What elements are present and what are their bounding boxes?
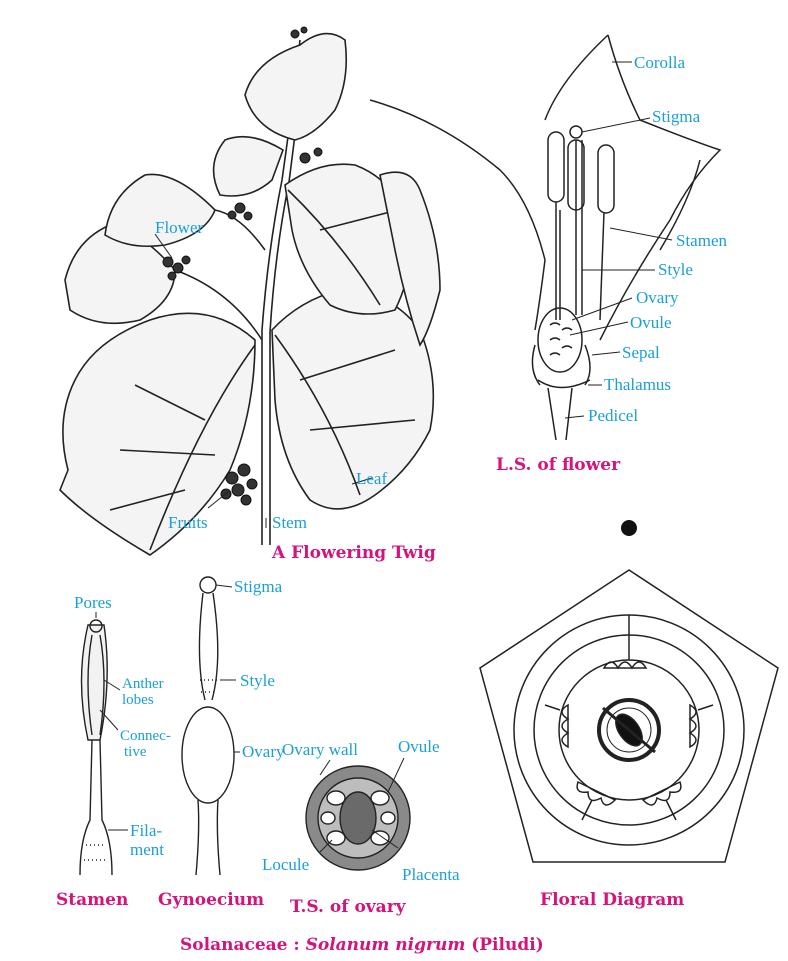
- sepal-leader: [592, 352, 620, 355]
- ls-anther-1: [548, 132, 564, 202]
- ts-label-placenta: Placenta: [402, 865, 460, 884]
- ts-label-locule: Locule: [262, 855, 309, 874]
- ls-caption: L.S. of flower: [496, 455, 621, 475]
- stamen-label-connective-2: tive: [124, 744, 147, 760]
- ts-ovule: [371, 831, 389, 845]
- gyn-caption: Gynoecium: [158, 890, 264, 910]
- twig-label-stem: Stem: [272, 513, 307, 532]
- footer-species: Solanum nigrum: [306, 935, 466, 955]
- flower-bud: [168, 272, 176, 280]
- ls-anther-3: [598, 145, 614, 213]
- ls-thalamus: [538, 380, 590, 388]
- twig-caption: A Flowering Twig: [271, 543, 436, 563]
- gyn-ovary: [182, 707, 234, 803]
- flower-bud: [291, 30, 299, 38]
- fruit: [232, 484, 244, 496]
- fd-caption: Floral Diagram: [540, 890, 684, 910]
- twig-label-flower: Flower: [155, 218, 204, 237]
- leaf-top-left: [214, 137, 283, 196]
- ts-label-ovary-wall: Ovary wall: [282, 740, 358, 759]
- floral-axis-dot: [621, 520, 637, 536]
- stamen-filament: [80, 740, 112, 875]
- leaf-top: [245, 34, 346, 140]
- ls-petal-left: [545, 35, 608, 120]
- flower-bud: [228, 211, 236, 219]
- stigma-leader: [582, 118, 650, 132]
- fd-septum-line: [603, 708, 655, 752]
- gynoecium-drawing: [182, 577, 234, 875]
- ls-stigma: [570, 126, 582, 138]
- ovary-leader: [572, 298, 632, 320]
- ls-label-stamen: Stamen: [676, 231, 727, 250]
- ts-caption: T.S. of ovary: [290, 897, 407, 917]
- ls-label-pedicel: Pedicel: [588, 406, 638, 425]
- gyn-style: [199, 593, 217, 700]
- stamen-label-filament-1: Fila-: [130, 821, 162, 840]
- ts-ovary-drawing: [306, 766, 410, 870]
- twig-label-fruits: Fruits: [168, 513, 208, 532]
- stamen-drawing: [80, 620, 112, 875]
- footer-family: Solanaceae :: [180, 935, 306, 955]
- ovary-wall-leader: [320, 760, 330, 775]
- gyn-pedicel: [196, 800, 220, 875]
- ls-label-style: Style: [658, 260, 693, 279]
- anther-right: [690, 705, 696, 747]
- leaf-bottom-left: [60, 313, 255, 555]
- floral-diagram-drawing: [480, 570, 778, 862]
- filament-stipple: [84, 845, 108, 860]
- flower-bud: [163, 257, 173, 267]
- fruit: [241, 495, 251, 505]
- gyn-label-ovary: Ovary: [242, 742, 285, 761]
- gyn-label-style: Style: [240, 671, 275, 690]
- ls-pedicel: [548, 388, 572, 440]
- ls-label-corolla: Corolla: [634, 53, 685, 72]
- ls-label-ovary: Ovary: [636, 288, 679, 307]
- gyn-label-stigma: Stigma: [234, 577, 283, 596]
- gyn-stigma: [200, 577, 216, 593]
- twig-label-leaf: Leaf: [356, 469, 387, 488]
- ls-label-ovule: Ovule: [630, 313, 672, 332]
- stamen-label-anther-2: lobes: [122, 692, 154, 708]
- gyn-stigma-leader: [216, 585, 232, 587]
- ls-label-thalamus: Thalamus: [604, 375, 671, 394]
- flower-bud: [182, 256, 190, 264]
- fruit: [238, 464, 250, 476]
- ts-ovule: [381, 812, 395, 824]
- ts-ovule: [321, 812, 335, 824]
- pedicel-leader: [565, 416, 584, 418]
- ls-filaments: [556, 202, 604, 320]
- stamen-label-anther-1: Anther: [122, 676, 164, 692]
- ls-ovules: [550, 323, 572, 355]
- ts-ovule: [371, 791, 389, 805]
- stamen-label-connective-1: Connec-: [120, 728, 171, 744]
- ls-label-sepal: Sepal: [622, 343, 660, 362]
- stamen-label-filament-2: ment: [130, 840, 164, 859]
- anther-left: [562, 705, 568, 747]
- flower-bud: [244, 212, 252, 220]
- anther-bottom-right: [643, 782, 681, 805]
- footer-title: Solanaceae : Solanum nigrum (Piludi): [180, 935, 544, 955]
- flower-bud: [314, 148, 322, 156]
- flower-bud: [173, 263, 183, 273]
- stamen-caption: Stamen: [56, 890, 128, 910]
- anther-bottom-left: [577, 782, 615, 805]
- flower-bud: [235, 203, 245, 213]
- fruit: [226, 472, 238, 484]
- gyn-leaders: [216, 585, 240, 752]
- stamen-label-pores: Pores: [74, 593, 112, 612]
- footer-local: (Piludi): [465, 935, 543, 955]
- ts-label-ovule: Ovule: [398, 737, 440, 756]
- ts-ovule: [327, 791, 345, 805]
- ls-label-stigma: Stigma: [652, 107, 701, 126]
- flower-bud: [301, 27, 307, 33]
- fruit: [247, 479, 257, 489]
- flower-bud: [300, 153, 310, 163]
- twig-branch-2: [215, 210, 265, 250]
